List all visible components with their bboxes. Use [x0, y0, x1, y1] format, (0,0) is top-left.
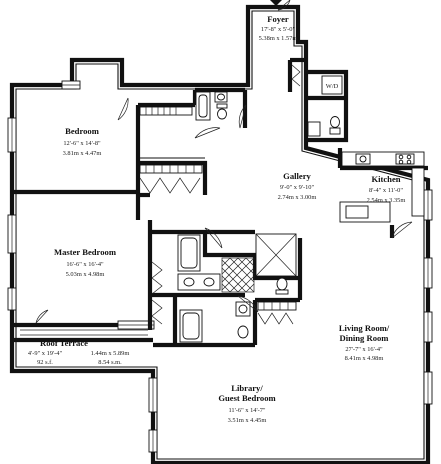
master-bedroom-name: Master Bedroom: [54, 247, 117, 257]
roof-terrace-dim-imperial: 4'-9" x 19'-4": [28, 350, 63, 357]
roof-terrace-area-metric: 8.54 s.m.: [98, 359, 122, 366]
room-label-living-room: Living Room/ Dining Room 27'-7" x 16'-4"…: [339, 323, 390, 362]
bedroom-name: Bedroom: [65, 126, 100, 136]
room-label-library: Library/ Guest Bedroom 11'-6" x 14'-7" 3…: [218, 383, 276, 424]
interior-walls: [14, 57, 428, 348]
roof-terrace-dim-metric: 1.44m x 5.89m: [91, 350, 130, 357]
foyer-name: Foyer: [267, 14, 289, 24]
room-label-master-bedroom: Master Bedroom 16'-6" x 16'-4" 5.03m x 4…: [54, 247, 117, 278]
room-label-kitchen: Kitchen 8'-4" x 11'-0" 2.54m x 3.35m: [367, 174, 406, 204]
kitchen-name: Kitchen: [371, 174, 400, 184]
library-dim-imperial: 11'-6" x 14'-7": [228, 407, 265, 414]
gallery-dim-metric: 2.74m x 3.00m: [278, 194, 317, 201]
roof-terrace-name: Roof Terrace: [40, 338, 88, 348]
windows: [7, 80, 433, 453]
room-label-bedroom: Bedroom 12'-6" x 14'-8" 3.81m x 4.47m: [63, 126, 102, 157]
terrace-deck: [20, 329, 148, 336]
foyer-dim-imperial: 17'-8" x 5'-0": [261, 26, 296, 33]
kitchen-dim-imperial: 8'-4" x 11'-0": [369, 187, 403, 194]
library-dim-metric: 3.51m x 4.45m: [228, 417, 267, 424]
bedroom-dim-imperial: 12'-6" x 14'-8": [63, 140, 101, 147]
living-room-dim-metric: 8.41m x 4.98m: [345, 355, 384, 362]
library-name-line1: Library/: [231, 383, 263, 393]
bedroom-dim-metric: 3.81m x 4.47m: [63, 150, 102, 157]
foyer-dim-metric: 5.38m x 1.57m: [259, 35, 298, 42]
kitchen-dim-metric: 2.54m x 3.35m: [367, 197, 406, 204]
living-room-name-line2: Dining Room: [340, 333, 390, 343]
living-room-name-line1: Living Room/: [339, 323, 390, 333]
washer-dryer-label: W/D: [326, 83, 339, 90]
fixtures: [20, 0, 425, 343]
entry-arrow-icon: [270, 0, 282, 6]
gallery-dim-imperial: 9'-0" x 9'-10": [280, 184, 315, 191]
library-name-line2: Guest Bedroom: [218, 393, 276, 403]
room-label-foyer: Foyer 17'-8" x 5'-0" 5.38m x 1.57m: [259, 14, 298, 42]
roof-terrace-area-imperial: 92 s.f.: [37, 359, 53, 366]
gallery-name: Gallery: [283, 171, 311, 181]
exterior-walls: [9, 4, 431, 464]
room-label-gallery: Gallery 9'-0" x 9'-10" 2.74m x 3.00m: [278, 171, 317, 201]
tile-floor: [221, 257, 255, 293]
master-bedroom-dim-imperial: 16'-6" x 16'-4": [66, 261, 104, 268]
room-label-roof-terrace: Roof Terrace 4'-9" x 19'-4" 1.44m x 5.89…: [28, 338, 129, 366]
living-room-dim-imperial: 27'-7" x 16'-4": [345, 346, 383, 353]
master-bedroom-dim-metric: 5.03m x 4.98m: [66, 271, 105, 278]
